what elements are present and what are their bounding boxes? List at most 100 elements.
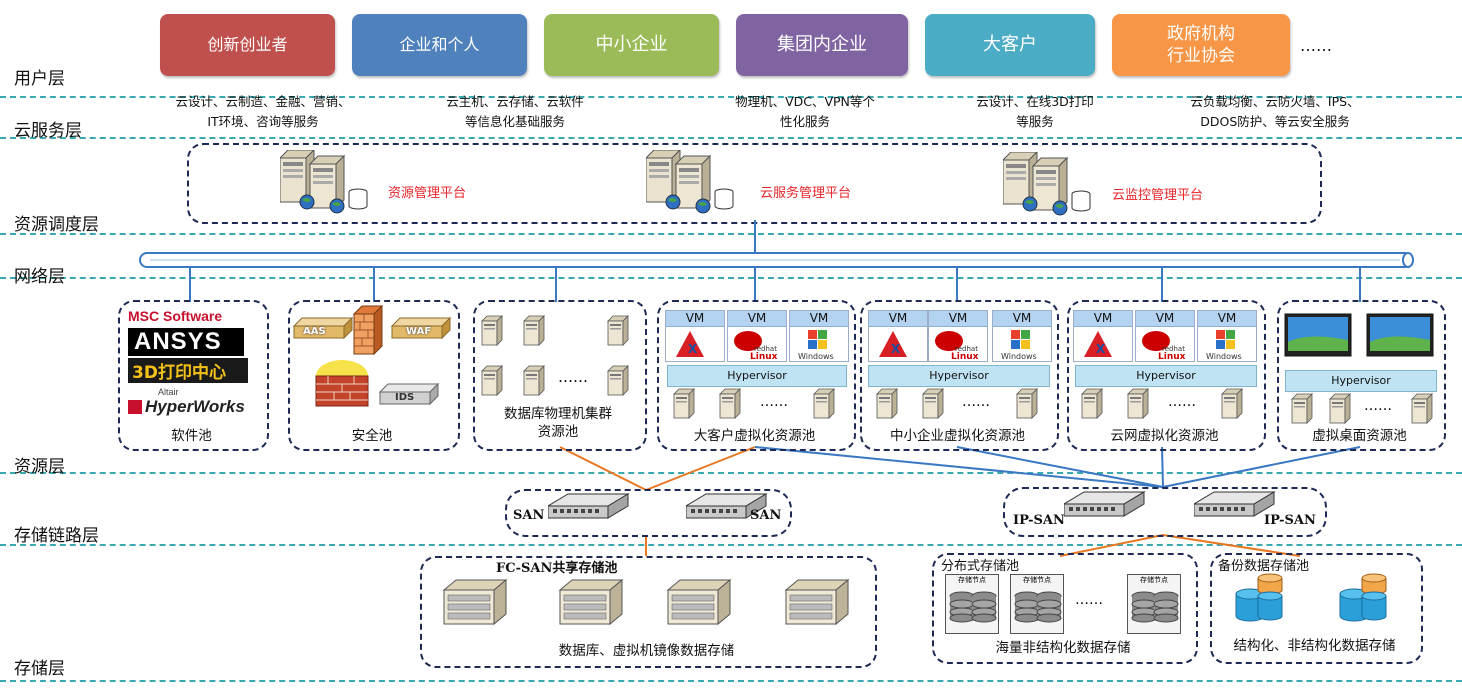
ipsan-switch-left-icon[interactable] <box>1064 490 1146 518</box>
backup-pool-caption: 结构化、非结构化数据存储 <box>1233 638 1396 654</box>
service-group-3: 物理机、VDC、VPN等个性化服务 <box>735 94 875 129</box>
3d-print-center-logo: 3D打印中心 <box>128 358 248 383</box>
layer-separator <box>0 137 1462 139</box>
service-group-5: 云负载均衡、云防火墙、IPS、DDOS防护、等云安全服务 <box>1190 94 1360 129</box>
virtual-desktop-ellipsis: …… <box>1364 398 1392 414</box>
layer-label-network: 网络层 <box>14 267 65 287</box>
sme-virt-label: 中小企业虚拟化资源池 <box>890 428 1025 444</box>
db-servers-icon <box>481 315 629 396</box>
large-customer-ellipsis: …… <box>760 394 788 410</box>
virtual-desktop-pool[interactable] <box>1277 300 1446 451</box>
hypervisor-cloud-network: Hypervisor <box>1075 365 1257 387</box>
hypervisor-virtual-desktop: Hypervisor <box>1285 370 1437 392</box>
db-cluster-label: 数据库物理机集群资源池 <box>504 406 612 440</box>
sme-virt-pool[interactable] <box>860 300 1059 451</box>
large-customer-virt-label: 大客户虚拟化资源池 <box>693 428 816 444</box>
cloud-network-ellipsis: …… <box>1168 394 1196 410</box>
fc-san-pool-caption: 数据库、虚拟机镜像数据存储 <box>558 643 735 659</box>
layer-label-storage-link: 存储链路层 <box>14 526 99 546</box>
large-customer-virt-pool[interactable] <box>657 300 856 451</box>
waf-tag: WAF <box>406 326 432 337</box>
user-enterprises-individuals[interactable]: 企业和个人 <box>352 14 527 76</box>
fc-san-storage-icons <box>443 579 849 625</box>
ansys-logo: ANSYS <box>128 328 244 356</box>
layer-label-resource: 资源层 <box>14 457 65 477</box>
service-group-2: 云主机、云存储、云软件等信息化基础服务 <box>446 94 584 129</box>
ids-tag: IDS <box>395 392 415 403</box>
user-innovators[interactable]: 创新创业者 <box>160 14 335 76</box>
aas-tag: AAS <box>303 326 326 337</box>
layer-label-resource-scheduling: 资源调度层 <box>14 215 99 235</box>
layer-separator <box>0 277 1462 279</box>
distributed-ellipsis: …… <box>1075 592 1103 608</box>
software-logos: MSC Software ANSYS 3D打印中心 Altair HyperWo… <box>128 308 258 417</box>
altair-logo: Altair <box>158 387 179 397</box>
software-pool[interactable] <box>118 300 269 451</box>
svg-text:X: X <box>688 342 698 356</box>
service-group-4: 云设计、在线3D打印等服务 <box>976 94 1094 129</box>
layer-separator <box>0 233 1462 235</box>
sme-servers-icon <box>876 388 1038 419</box>
svg-text:redhat: redhat <box>754 345 777 353</box>
storage-node: 存储节点 <box>945 574 999 634</box>
sme-ellipsis: …… <box>962 394 990 410</box>
svg-text:X: X <box>891 342 901 356</box>
ipsan-switch-group <box>1003 487 1327 537</box>
backup-storage-pool[interactable] <box>1210 553 1423 664</box>
layer-label-cloud-service: 云服务层 <box>14 121 82 141</box>
msc-software-logo: MSC Software <box>128 308 223 324</box>
layer-label-user: 用户层 <box>14 69 65 89</box>
backup-db-icons <box>1235 573 1387 622</box>
cloud-network-servers-icon <box>1081 388 1243 419</box>
svg-text:Windows: Windows <box>1001 352 1037 361</box>
user-group-enterprises[interactable]: 集团内企业 <box>736 14 908 76</box>
hypervisor-large-customer: Hypervisor <box>667 365 847 387</box>
large-customer-servers-icon <box>673 388 835 419</box>
layer-separator <box>0 544 1462 546</box>
desktop-monitors-icon <box>1284 313 1434 357</box>
ipsan-label-right: IP-SAN <box>1264 513 1316 528</box>
svg-text:redhat: redhat <box>1162 345 1185 353</box>
backup-pool-title: 备份数据存储池 <box>1218 559 1310 574</box>
hyperworks-logo: HyperWorks <box>128 397 258 417</box>
storage-node: 存储节点 <box>1127 574 1181 634</box>
user-large-customers[interactable]: 大客户 <box>925 14 1095 76</box>
svg-text:Linux: Linux <box>750 352 778 361</box>
db-cluster-pool[interactable] <box>473 300 647 451</box>
san-switch-left-icon[interactable] <box>548 492 630 520</box>
layer-label-storage: 存储层 <box>14 659 65 679</box>
svg-text:Windows: Windows <box>1206 352 1242 361</box>
user-sme[interactable]: 中小企业 <box>544 14 719 76</box>
user-government-associations[interactable]: 政府机构 行业协会 <box>1112 14 1290 76</box>
svg-text:redhat: redhat <box>955 345 978 353</box>
distributed-storage-pool[interactable] <box>932 553 1198 664</box>
svg-text:Linux: Linux <box>951 352 979 361</box>
layer-separator <box>0 96 1462 98</box>
distributed-pool-title: 分布式存储池 <box>941 559 1020 574</box>
layer-separator <box>0 680 1462 682</box>
san-label-left: SAN <box>513 508 545 523</box>
cloud-network-virt-label: 云网虚拟化资源池 <box>1110 428 1219 444</box>
platform-cloud-service-mgmt[interactable]: 云服务管理平台 <box>760 186 852 201</box>
cloud-network-virt-pool[interactable] <box>1067 300 1266 451</box>
san-switch-group <box>505 489 792 537</box>
platform-resource-mgmt[interactable]: 资源管理平台 <box>388 186 467 201</box>
platform-cloud-monitoring[interactable]: 云监控管理平台 <box>1112 188 1204 203</box>
svg-text:Windows: Windows <box>798 352 834 361</box>
fc-san-pool[interactable] <box>420 556 877 668</box>
security-pool[interactable] <box>288 300 460 451</box>
virtual-desktop-label: 虚拟桌面资源池 <box>1312 428 1407 444</box>
service-group-1: 云设计、云制造、金融、营销、IT环境、咨询等服务 <box>175 94 351 129</box>
hypervisor-sme: Hypervisor <box>868 365 1050 387</box>
users-more-ellipsis: …… <box>1300 36 1332 55</box>
